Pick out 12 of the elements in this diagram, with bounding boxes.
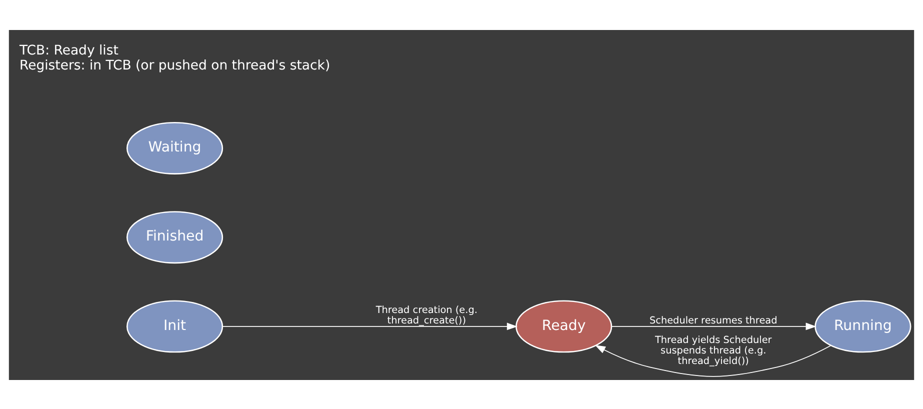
label: TCB: Ready list xyxy=(19,43,118,58)
edge-label: Thread creation (e.g. thread_create()) xyxy=(376,304,478,326)
node-ellipse: Finished xyxy=(126,210,224,264)
edge-label: Scheduler resumes thread xyxy=(649,315,778,326)
label: Registers: in TCB (or pushed on thread's stack) xyxy=(19,58,330,74)
node-ellipse: Waiting xyxy=(126,121,224,174)
edge-label: Thread yields Scheduler suspends thread (e.g. thread_yield()) xyxy=(654,334,772,367)
node-ellipse: Running xyxy=(814,300,912,352)
arrow xyxy=(594,344,832,376)
node-ellipse: Init xyxy=(126,300,224,352)
arrow xyxy=(222,322,518,330)
arrow xyxy=(611,322,816,330)
